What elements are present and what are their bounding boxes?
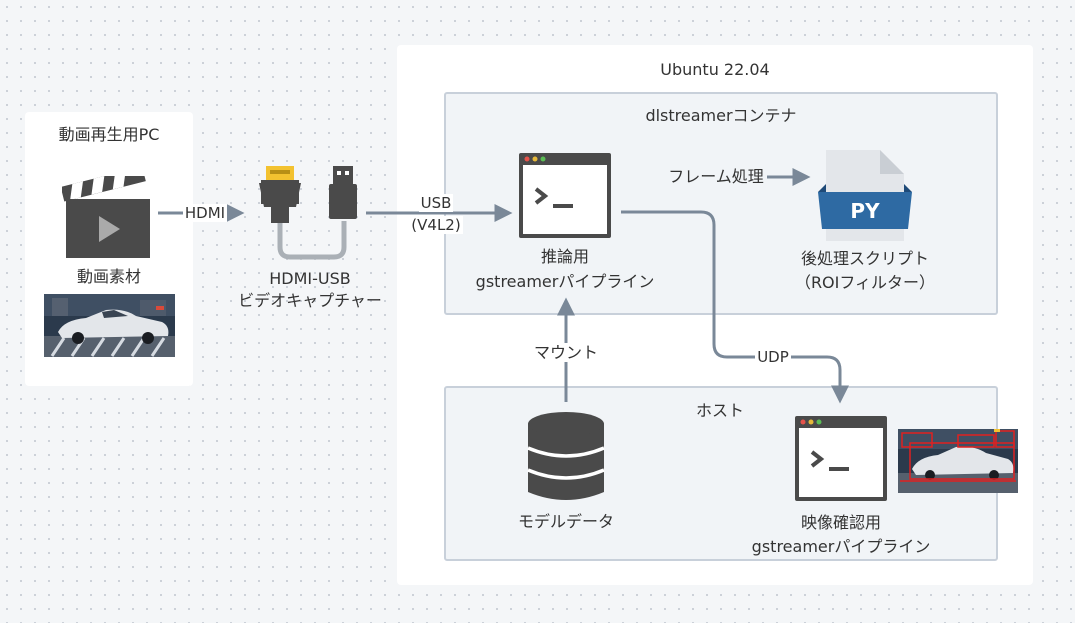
script-label-line1: 後処理スクリプト: [800, 249, 929, 268]
host-title: ホスト: [695, 401, 744, 420]
terminal-icon: [795, 416, 887, 501]
hdmi-edge-label: HDMI: [182, 204, 228, 222]
video-pc-title: 動画再生用PC: [58, 125, 160, 144]
mount-edge-label: マウント: [531, 343, 600, 362]
container-title: dlstreamerコンテナ: [645, 106, 797, 125]
udp-arrow: [621, 210, 849, 404]
udp-edge-label: UDP: [755, 348, 791, 366]
clapperboard-icon: [62, 176, 150, 258]
video-source-thumbnail: [44, 294, 175, 357]
usb-edge-label-line2: (V4L2): [409, 216, 463, 234]
python-badge-text: PY: [850, 199, 880, 223]
viewer-label-line2: gstreamerパイプライン: [751, 537, 931, 556]
video-source-label: 動画素材: [76, 267, 141, 286]
frame-processing-label: フレーム処理: [651, 166, 781, 188]
python-file-icon: [818, 150, 912, 241]
script-label-line2: （ROIフィルター）: [794, 273, 936, 292]
model-data-label: モデルデータ: [517, 512, 614, 531]
usb-edge-label-line1: USB: [418, 194, 454, 212]
ubuntu-title: Ubuntu 22.04: [660, 60, 770, 79]
detection-result-thumbnail: [898, 429, 1018, 493]
terminal-icon: [519, 153, 611, 238]
capture-label-line1: HDMI-USB: [269, 269, 351, 288]
inference-label-line2: gstreamerパイプライン: [475, 272, 655, 291]
hdmi-usb-cable-icon: [259, 166, 357, 260]
capture-label-line2: ビデオキャプチャー: [238, 291, 382, 310]
database-icon: [527, 412, 605, 500]
viewer-label-line1: 映像確認用: [800, 513, 881, 532]
inference-label-line1: 推論用: [540, 247, 589, 266]
